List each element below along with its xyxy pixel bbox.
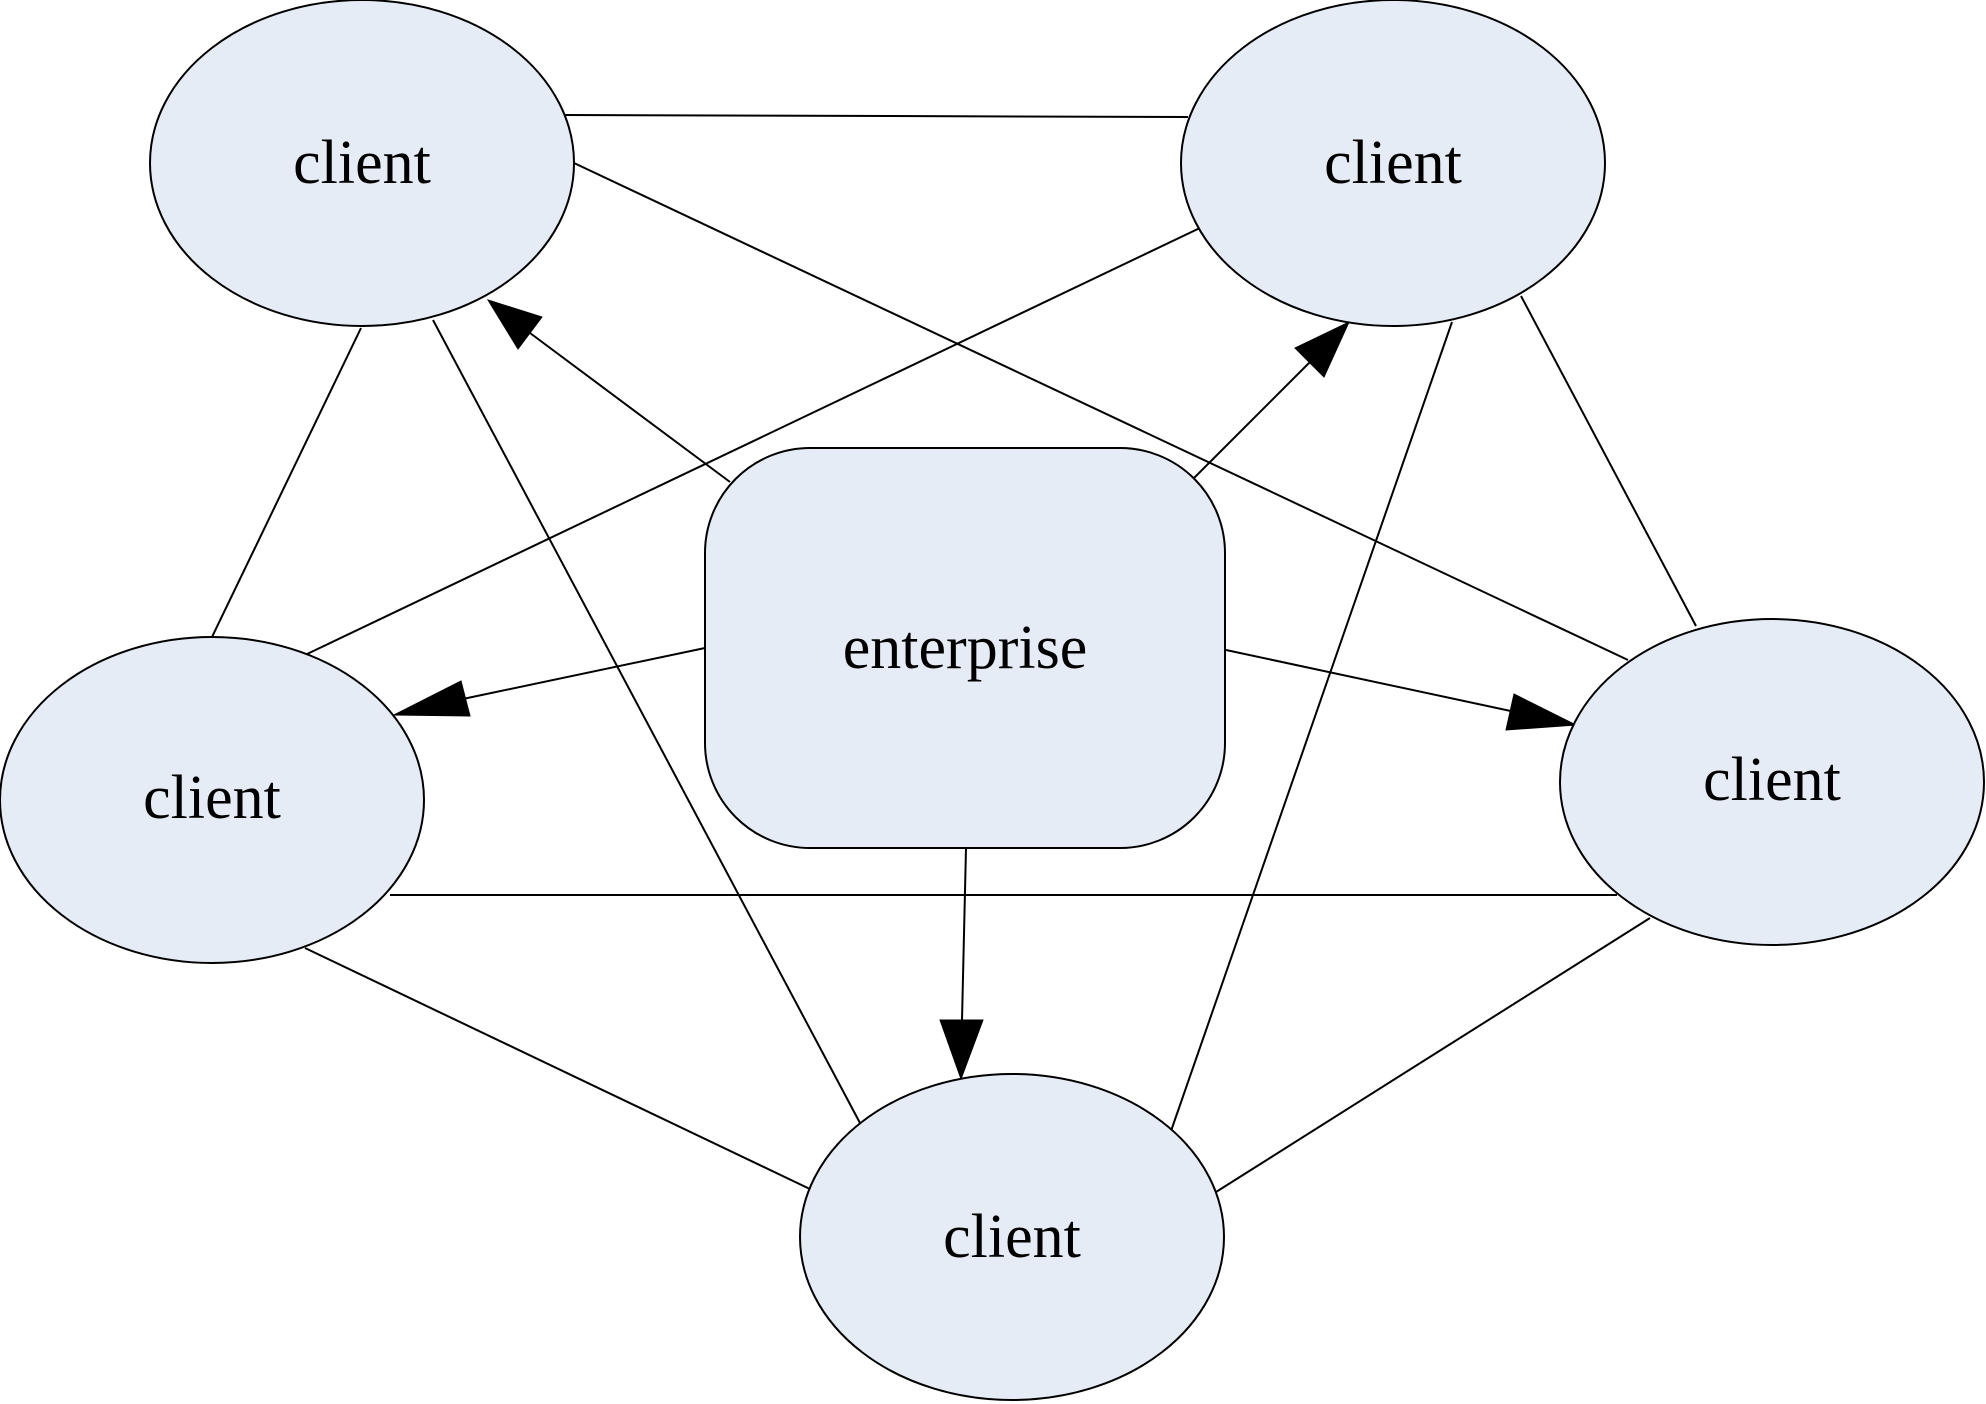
enterprise-node-label: enterprise — [843, 614, 1087, 682]
arrow-line-to-topleft — [529, 332, 731, 483]
edge-midleft-bottom — [304, 947, 813, 1191]
edge-topright-midright — [1520, 295, 1697, 627]
client-node-top-left: client — [149, 0, 575, 327]
client-edges — [211, 114, 1697, 1193]
edge-topright-bottom — [1170, 321, 1453, 1132]
client-node-mid-right: client — [1559, 618, 1985, 946]
enterprise-arrows — [393, 299, 1578, 1081]
client-node-bottom: client — [799, 1073, 1225, 1401]
enterprise-node: enterprise — [704, 447, 1226, 849]
edge-topright-midleft — [304, 226, 1203, 656]
edge-topleft-topright — [564, 114, 1189, 118]
arrow-line-to-midleft — [457, 647, 706, 701]
client-node-shape — [799, 1073, 1225, 1401]
enterprise-node-shape — [704, 447, 1226, 849]
edge-midright-bottom — [1215, 917, 1651, 1193]
arrow-line-to-bottom — [961, 847, 967, 1021]
arrowhead-topleft — [486, 299, 543, 350]
arrow-line-to-topright — [1189, 361, 1311, 483]
client-node-shape — [0, 636, 425, 964]
arrowhead-topright — [1294, 320, 1351, 378]
client-node-shape — [149, 0, 575, 327]
client-node-shape — [1559, 618, 1985, 946]
client-node-label: client — [293, 129, 431, 197]
edge-topleft-bottom — [432, 319, 861, 1124]
client-node-label: client — [1324, 129, 1462, 197]
client-node-top-right: client — [1180, 0, 1606, 327]
arrowhead-midleft — [393, 680, 471, 717]
edge-topleft-midleft — [211, 327, 362, 638]
edge-topleft-midright — [573, 162, 1629, 661]
client-node-shape — [1180, 0, 1606, 327]
client-node-label: client — [1703, 746, 1841, 814]
client-node-label: client — [943, 1203, 1081, 1271]
arrowhead-midright — [1505, 693, 1578, 731]
arrowhead-bottom — [939, 1019, 984, 1081]
client-node-mid-left: client — [0, 636, 425, 964]
client-node-label: client — [143, 764, 281, 832]
arrow-line-to-midright — [1225, 649, 1521, 714]
